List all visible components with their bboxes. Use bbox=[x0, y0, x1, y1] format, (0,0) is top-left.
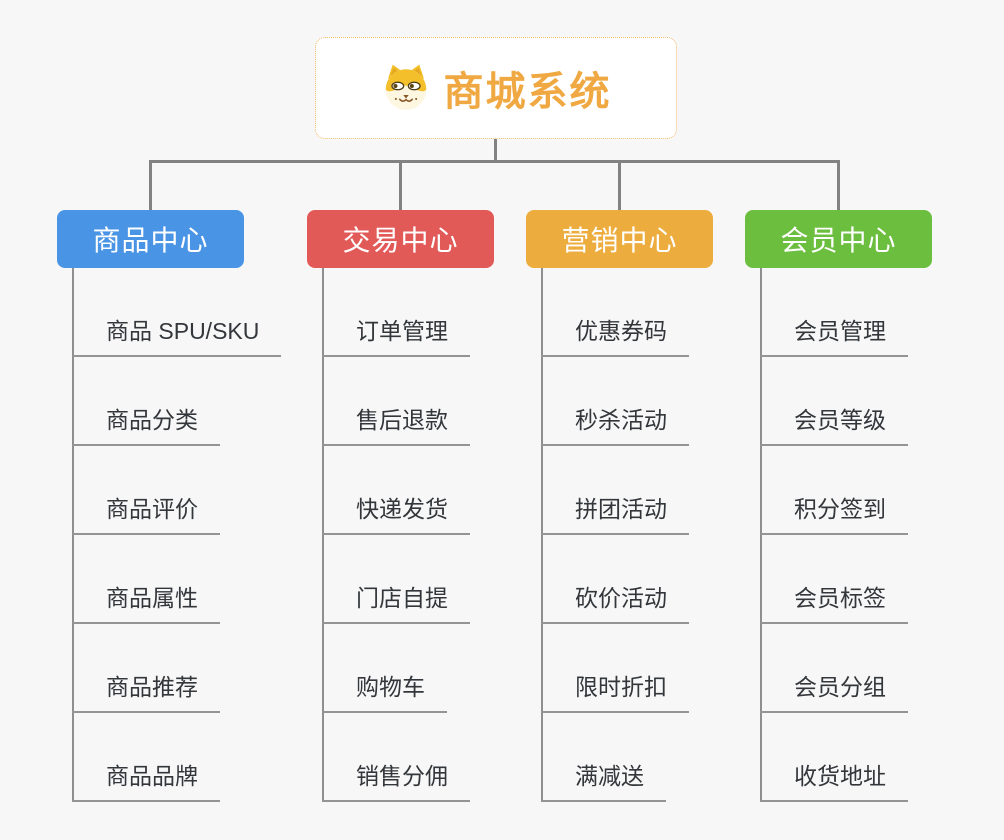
leaf-node[interactable]: 门店自提 bbox=[322, 582, 470, 624]
branch-product-center[interactable]: 商品中心 bbox=[57, 210, 244, 268]
leaf-node[interactable]: 秒杀活动 bbox=[541, 404, 689, 446]
leaf-node[interactable]: 商品推荐 bbox=[72, 671, 220, 713]
leaf-node[interactable]: 收货地址 bbox=[760, 760, 908, 802]
connector-root-trunk bbox=[494, 139, 497, 162]
leaf-node[interactable]: 销售分佣 bbox=[322, 760, 470, 802]
leaf-node[interactable]: 会员等级 bbox=[760, 404, 908, 446]
branch-member-center[interactable]: 会员中心 bbox=[745, 210, 932, 268]
leaf-node[interactable]: 商品品牌 bbox=[72, 760, 220, 802]
branch-trade-center[interactable]: 交易中心 bbox=[307, 210, 494, 268]
leaf-node[interactable]: 商品分类 bbox=[72, 404, 220, 446]
connector-drop-product bbox=[149, 160, 152, 212]
leaf-node[interactable]: 砍价活动 bbox=[541, 582, 689, 624]
leaf-node[interactable]: 会员分组 bbox=[760, 671, 908, 713]
connector-horizontal-bar bbox=[149, 160, 840, 163]
connector-drop-marketing bbox=[618, 160, 621, 212]
leaf-node[interactable]: 商品评价 bbox=[72, 493, 220, 535]
leaf-node[interactable]: 优惠券码 bbox=[541, 315, 689, 357]
leaf-node[interactable]: 售后退款 bbox=[322, 404, 470, 446]
leaf-node[interactable]: 订单管理 bbox=[322, 315, 470, 357]
leaf-node[interactable]: 会员标签 bbox=[760, 582, 908, 624]
connector-drop-trade bbox=[399, 160, 402, 212]
leaf-node[interactable]: 积分签到 bbox=[760, 493, 908, 535]
leaf-node[interactable]: 会员管理 bbox=[760, 315, 908, 357]
leaf-node[interactable]: 限时折扣 bbox=[541, 671, 689, 713]
leaf-node[interactable]: 拼团活动 bbox=[541, 493, 689, 535]
leaf-node[interactable]: 商品属性 bbox=[72, 582, 220, 624]
connector-drop-member bbox=[837, 160, 840, 212]
leaf-node[interactable]: 满减送 bbox=[541, 760, 666, 802]
dog-face-icon bbox=[385, 64, 426, 110]
leaf-node[interactable]: 商品 SPU/SKU bbox=[72, 315, 282, 357]
leaf-node[interactable]: 购物车 bbox=[322, 671, 447, 713]
root-node[interactable]: 商城系统 bbox=[315, 37, 677, 139]
leaf-node[interactable]: 快递发货 bbox=[322, 493, 470, 535]
root-title: 商城系统 bbox=[443, 70, 612, 114]
branch-marketing-center[interactable]: 营销中心 bbox=[526, 210, 713, 268]
